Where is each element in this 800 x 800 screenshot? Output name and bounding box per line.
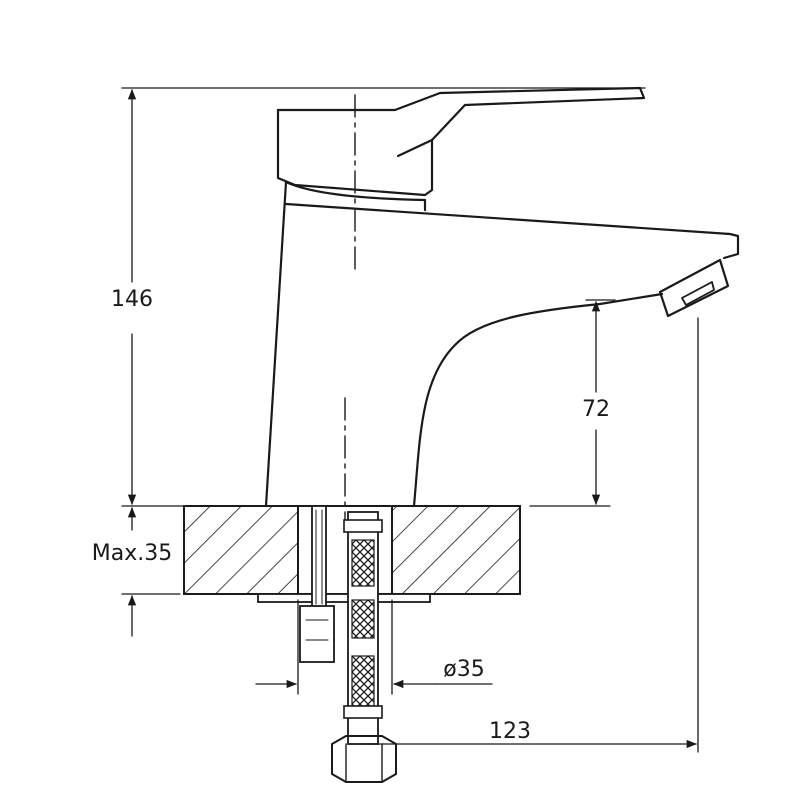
dim-label-123: 123 bbox=[489, 719, 531, 744]
deck-section bbox=[183, 505, 521, 603]
dim-hole-diameter: ø35 bbox=[255, 599, 493, 695]
mounting-stud bbox=[299, 505, 335, 663]
dim-deck-thickness: Max.35 bbox=[92, 506, 181, 637]
faucet-body bbox=[264, 180, 740, 508]
aerator bbox=[658, 258, 730, 318]
dim-label-72: 72 bbox=[582, 397, 610, 422]
dim-label-max35: Max.35 bbox=[92, 541, 172, 566]
dim-total-height: 146 bbox=[111, 87, 646, 507]
dim-label-146: 146 bbox=[111, 287, 153, 312]
hex-nut bbox=[331, 735, 397, 783]
dim-label-diameter: ø35 bbox=[443, 657, 484, 682]
flexible-hose bbox=[343, 511, 383, 745]
dim-spout-clearance: 72 bbox=[529, 299, 616, 507]
dim-spout-reach: 123 bbox=[365, 317, 699, 753]
center-line bbox=[344, 94, 356, 526]
lever-handle bbox=[276, 86, 646, 197]
